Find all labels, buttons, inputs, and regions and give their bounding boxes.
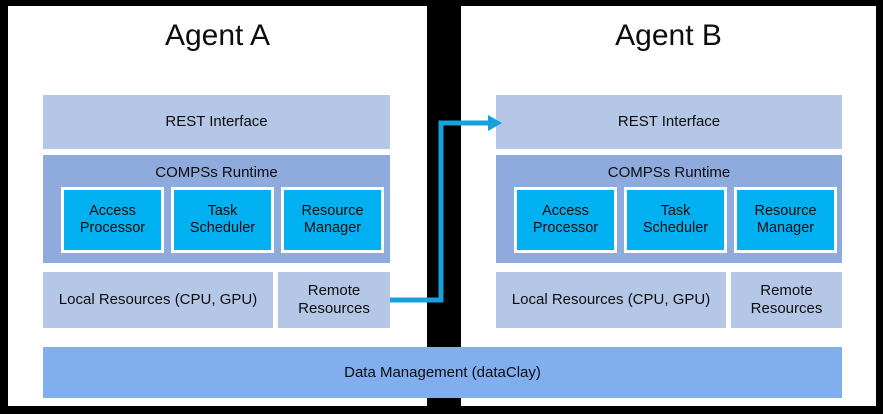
agent-a-task-scheduler: Task Scheduler bbox=[171, 187, 274, 253]
agent-a-compss-runtime: COMPSs Runtime Access Processor Task Sch… bbox=[43, 155, 390, 263]
agent-a-resource-manager: Resource Manager bbox=[281, 187, 384, 253]
agent-b-access-processor: Access Processor bbox=[514, 187, 617, 253]
agent-a-compss-runtime-label: COMPSs Runtime bbox=[155, 164, 278, 181]
frame-left-edge bbox=[0, 0, 8, 414]
frame-right-edge bbox=[876, 0, 883, 414]
agent-b-resource-manager: Resource Manager bbox=[734, 187, 837, 253]
agent-b-compss-runtime-label: COMPSs Runtime bbox=[607, 164, 731, 181]
agent-a-local-resources: Local Resources (CPU, GPU) bbox=[43, 272, 273, 328]
agent-a-rest-interface: REST Interface bbox=[43, 95, 390, 149]
agent-a-remote-resources: Remote Resources bbox=[278, 272, 390, 328]
agent-b-local-resources: Local Resources (CPU, GPU) bbox=[496, 272, 726, 328]
agent-b-compss-runtime: COMPSs Runtime Access Processor Task Sch… bbox=[496, 155, 842, 263]
agent-b-task-scheduler: Task Scheduler bbox=[624, 187, 727, 253]
agent-a-title: Agent A bbox=[164, 19, 271, 52]
frame-bottom-edge bbox=[0, 406, 883, 414]
agent-a-component-row: Access Processor Task Scheduler Resource… bbox=[43, 187, 390, 253]
agent-b-rest-interface: REST Interface bbox=[496, 95, 842, 149]
agent-b-title: Agent B bbox=[615, 19, 722, 52]
frame-top-edge bbox=[0, 0, 883, 6]
agent-b-remote-resources: Remote Resources bbox=[731, 272, 842, 328]
data-management-bar: Data Management (dataClay) bbox=[43, 347, 842, 398]
agent-b-component-row: Access Processor Task Scheduler Resource… bbox=[496, 187, 842, 253]
agent-a-access-processor: Access Processor bbox=[61, 187, 164, 253]
